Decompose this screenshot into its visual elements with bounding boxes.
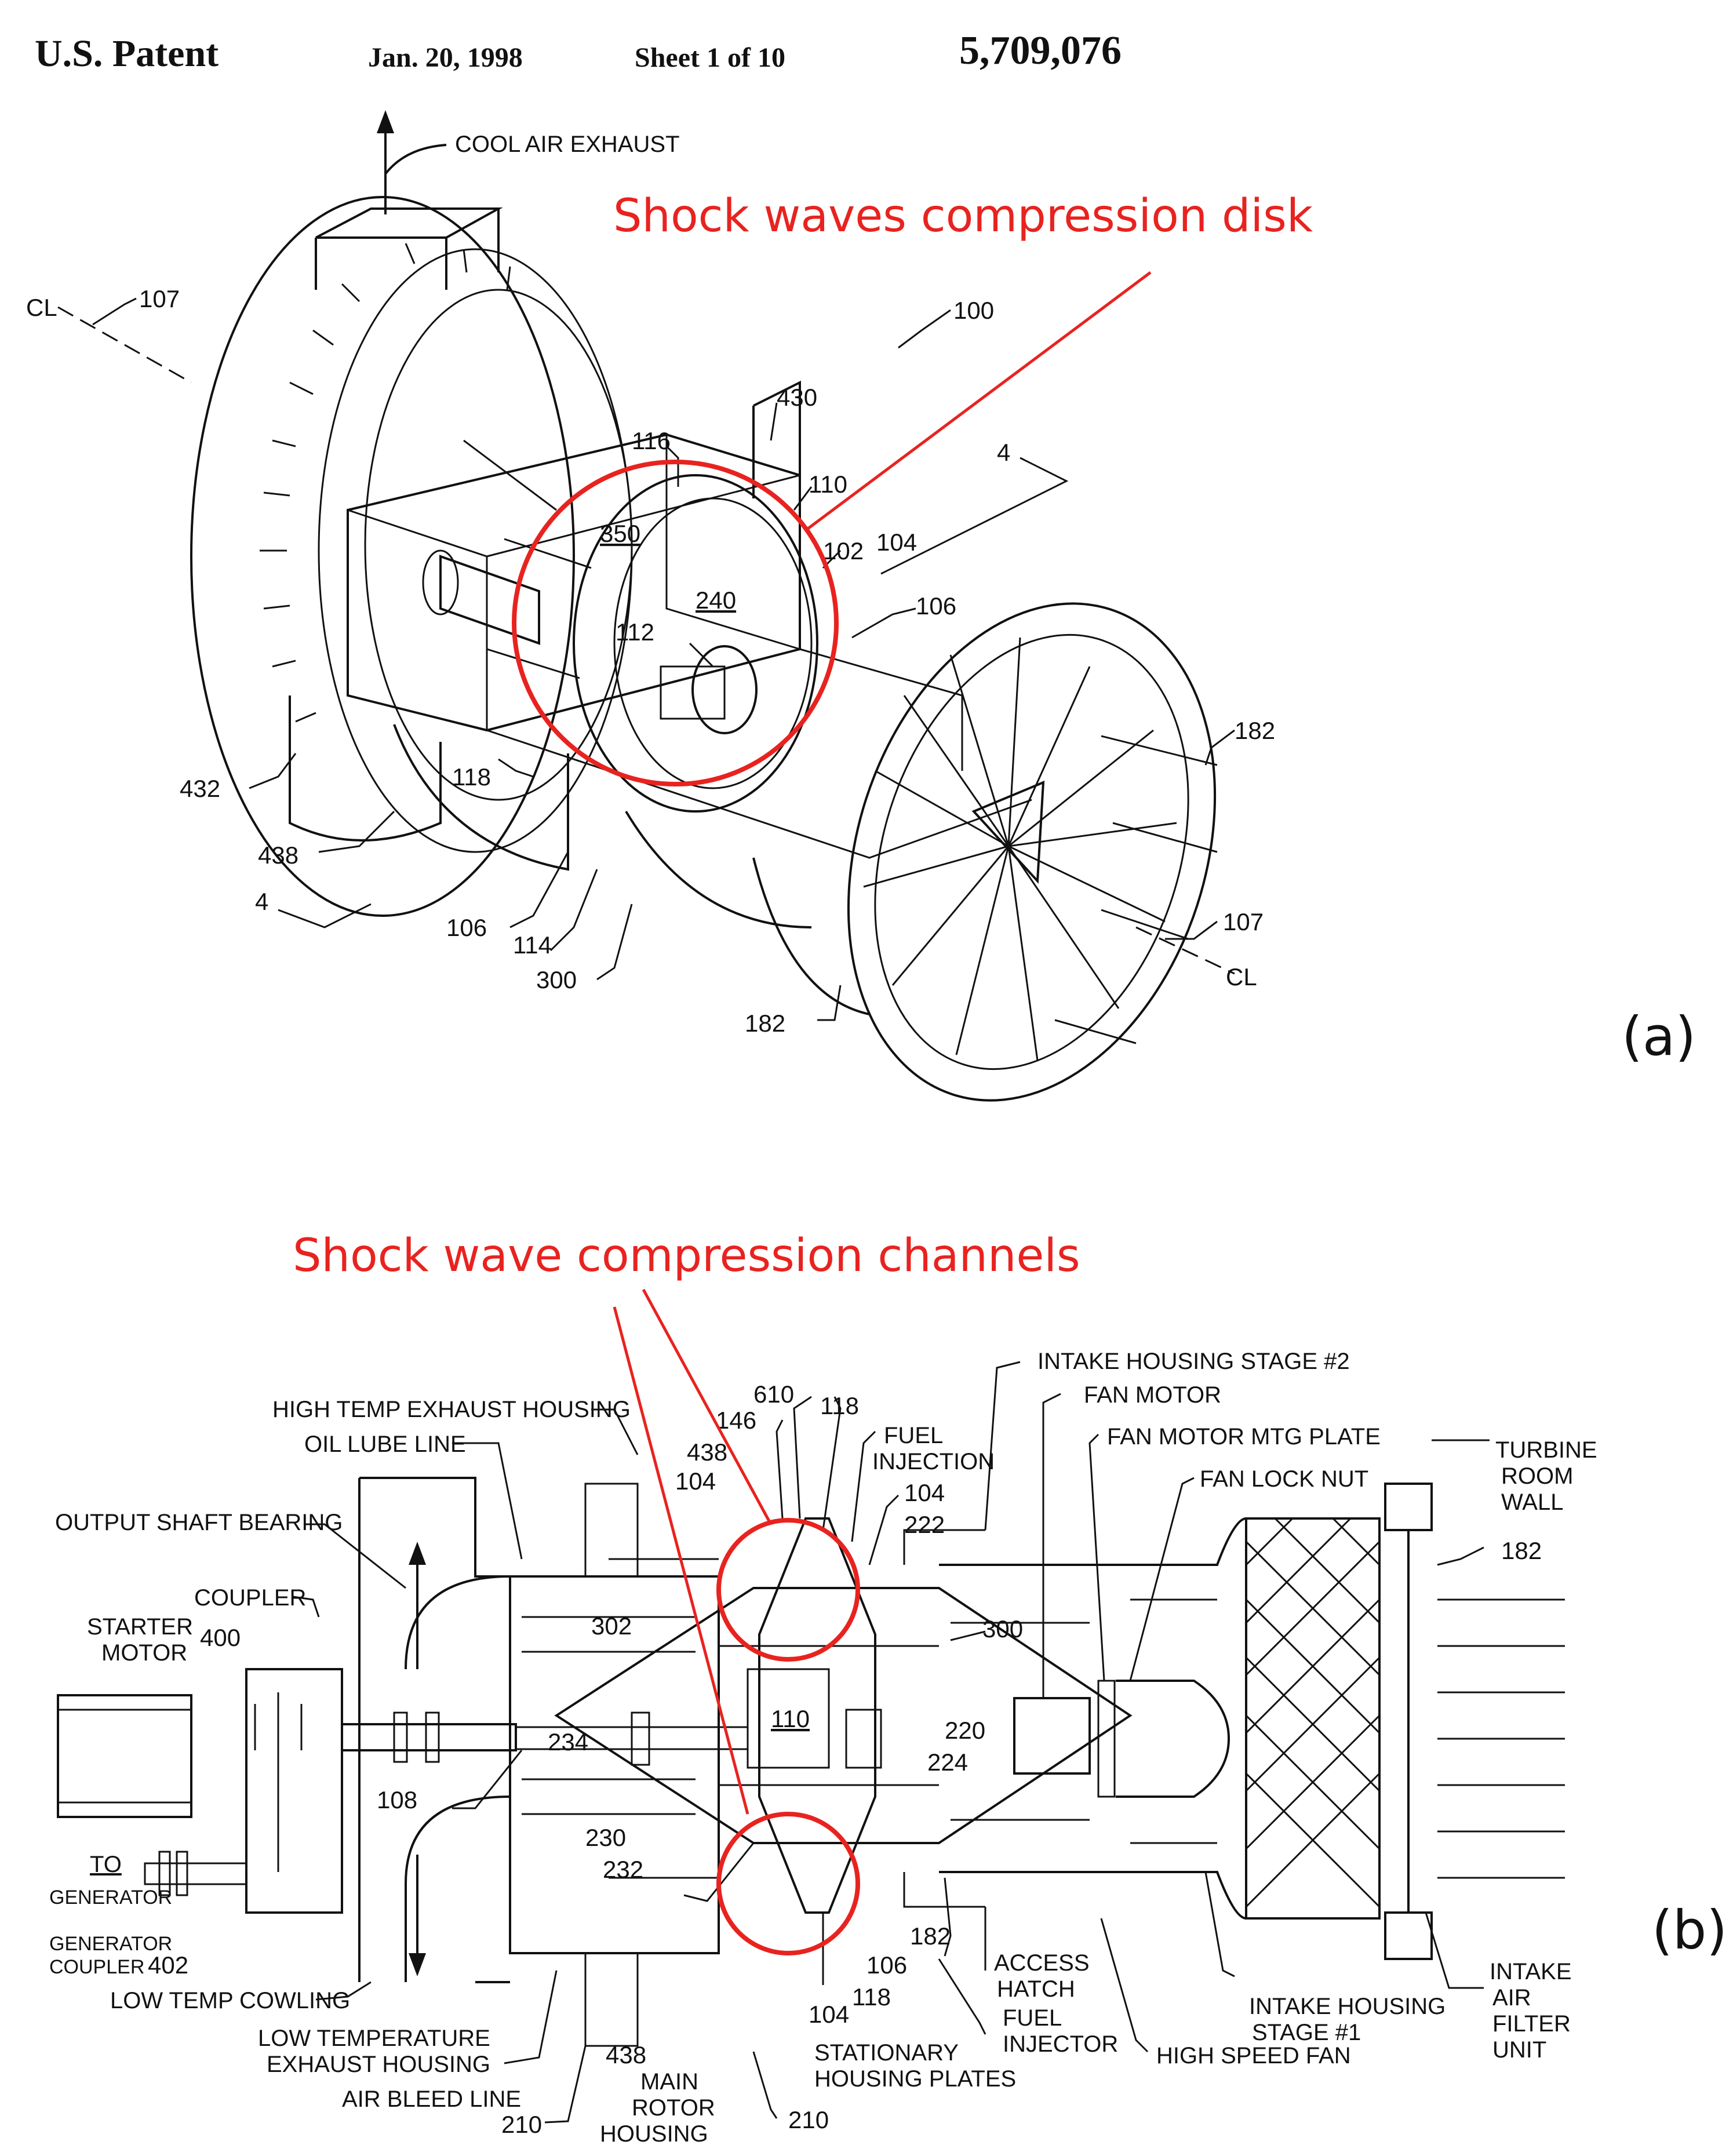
ref-107-left: 107	[139, 285, 180, 312]
ref-114: 114	[513, 931, 552, 959]
ref-240: 240	[696, 587, 736, 614]
ref-4-bottom: 4	[255, 888, 268, 915]
ref-104: 104	[876, 529, 917, 556]
ref-100: 100	[953, 297, 994, 324]
housing-182	[752, 857, 870, 1015]
exhaust-arrowhead	[377, 110, 394, 133]
ref-430: 430	[777, 384, 817, 411]
section-arrow-bottom	[278, 903, 372, 928]
section-arrow-top	[880, 457, 1069, 575]
housing-300	[625, 810, 812, 928]
ref-182-bottom: 182	[745, 1010, 785, 1037]
ref-107-right: 107	[1223, 908, 1264, 935]
ref-110: 110	[809, 471, 847, 498]
exhaust-housing-inner	[364, 289, 633, 801]
ref-432: 432	[180, 775, 220, 802]
leaders-fig-a	[92, 297, 1235, 1021]
ref-cl-right: CL	[1226, 963, 1257, 990]
ref-112: 112	[616, 618, 654, 646]
cool-air-leader	[384, 144, 447, 175]
flow-arrows	[463, 439, 592, 679]
ref-118: 118	[452, 763, 491, 791]
ref-438: 438	[258, 842, 298, 869]
intake-fan-ring	[874, 633, 1189, 1070]
frame-edges	[347, 435, 800, 730]
compression-disk	[573, 474, 818, 813]
housing-ribs	[260, 243, 511, 723]
ref-182-right: 182	[1235, 717, 1275, 744]
housing-432	[289, 695, 442, 842]
ref-106-top: 106	[916, 592, 956, 620]
panel-label-a: (a)	[1622, 1006, 1696, 1068]
hub-112	[691, 645, 758, 734]
centerline-left	[57, 306, 192, 384]
right-rail	[799, 648, 963, 771]
housing-438	[393, 724, 569, 871]
sheet-number: Sheet 1 of 10	[635, 42, 785, 73]
label-cool-air-exhaust: COOL AIR EXHAUST	[455, 132, 680, 157]
intake-arrows	[1054, 735, 1218, 1044]
ref-4-top: 4	[997, 439, 1010, 466]
ref-102: 102	[823, 537, 864, 565]
shaft-left	[439, 555, 540, 645]
fan-blades	[863, 637, 1177, 1061]
ref-116: 116	[632, 427, 671, 454]
annotation-compression-disk: Shock waves compression disk	[613, 190, 1313, 242]
patent-date: Jan. 20, 1998	[368, 42, 523, 73]
ref-cl-left: CL	[26, 294, 57, 321]
centerline-right	[1135, 926, 1235, 975]
annotation-leader-disk	[804, 271, 1152, 532]
panel-label-b: (b)	[1652, 1899, 1728, 1961]
exhaust-chimney	[315, 207, 503, 290]
ref-106-bottom: 106	[446, 914, 487, 941]
patent-number: 5,709,076	[959, 28, 1122, 73]
compression-disk-inner	[613, 497, 813, 789]
ref-300: 300	[536, 966, 577, 993]
patent-office-label: U.S. Patent	[35, 32, 219, 75]
ref-350: 350	[600, 520, 640, 547]
annotation-compression-channels: Shock wave compression channels	[293, 1230, 1080, 1282]
shaft-left-end	[422, 549, 459, 616]
highlight-circle-disk	[512, 460, 839, 786]
exhaust-housing-outer	[190, 196, 575, 917]
hub-body	[660, 665, 726, 720]
intake-fan-outer	[847, 602, 1217, 1102]
